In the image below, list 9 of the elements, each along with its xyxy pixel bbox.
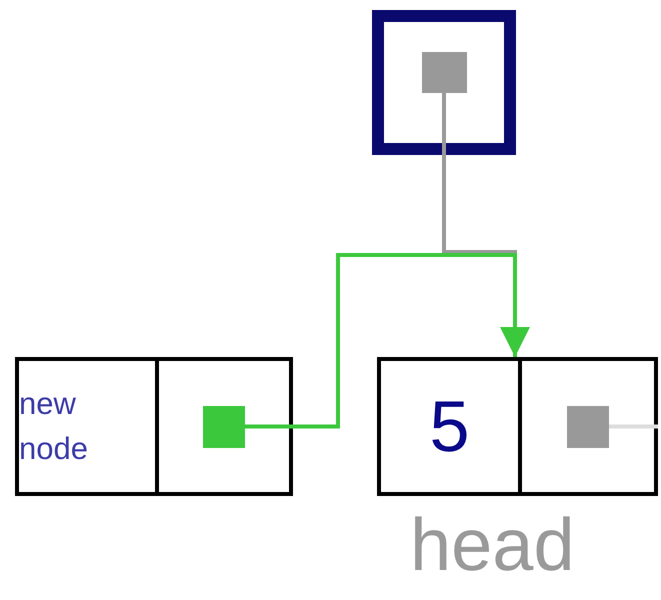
pointer-square xyxy=(422,52,466,93)
connector-line xyxy=(609,424,658,428)
pointer-square xyxy=(203,406,245,448)
node-value: 5 xyxy=(429,390,470,462)
pointer-name: head xyxy=(410,508,575,582)
pointer-box xyxy=(372,10,516,155)
pointer-square xyxy=(567,406,609,448)
arrow xyxy=(245,253,530,428)
node-label: new node xyxy=(19,384,89,468)
